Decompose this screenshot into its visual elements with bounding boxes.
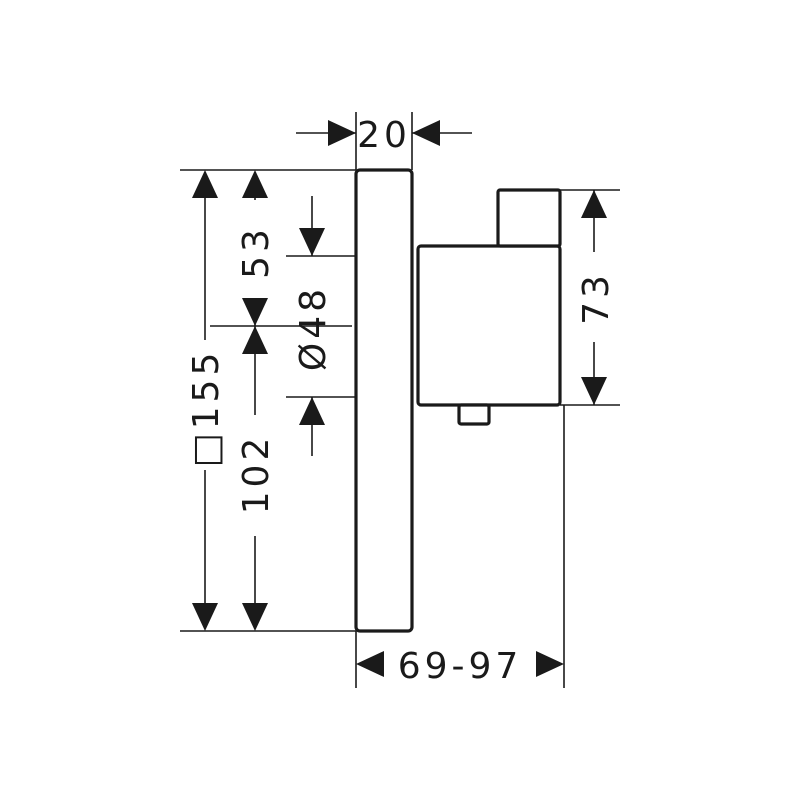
- dimension-label-diameter: Ø48: [293, 285, 334, 371]
- dimension-height-lower: 102: [236, 326, 277, 631]
- dimension-module-height: 73: [576, 190, 617, 405]
- extension-lines: [180, 112, 620, 688]
- wall-plate: [354, 168, 414, 633]
- dimension-label-height-upper: 53: [236, 225, 277, 279]
- control-knob: [496, 188, 562, 248]
- dimension-height-upper: 53: [236, 170, 277, 326]
- dimension-label-height-lower: 102: [236, 434, 277, 515]
- dimension-label-module-height: 73: [576, 271, 617, 325]
- dimension-depth-plate: 20: [296, 115, 472, 156]
- thermostat-body: [416, 244, 562, 407]
- bottom-tab: [457, 403, 491, 426]
- dimension-square-size: □155: [186, 170, 227, 631]
- dimension-label-depth-plate: 20: [357, 115, 411, 156]
- dimension-label-square-size: □155: [186, 349, 227, 468]
- dimension-depth-range: 69-97: [356, 646, 564, 687]
- dimension-diameter: Ø48: [293, 196, 334, 456]
- dimension-label-depth-range: 69-97: [398, 646, 523, 687]
- part-outline: [354, 168, 562, 633]
